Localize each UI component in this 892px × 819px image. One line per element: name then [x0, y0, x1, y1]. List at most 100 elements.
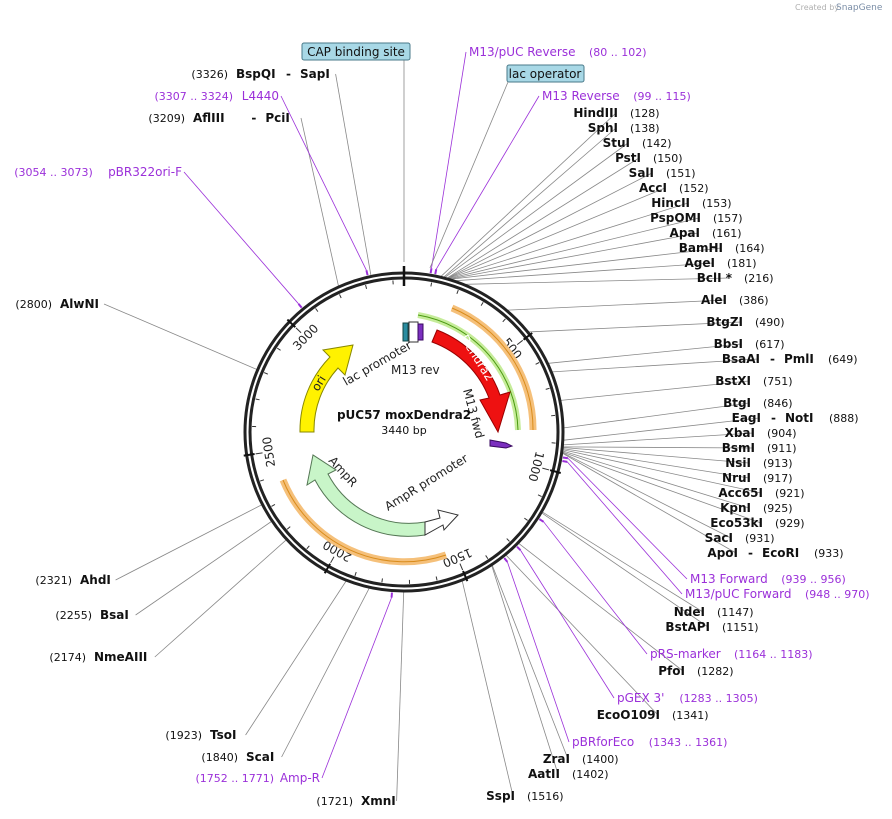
primer-site[interactable]: (3054 .. 3073)pBR322ori-F — [14, 165, 182, 179]
primer-site[interactable]: M13/pUC Forward(948 .. 970) — [685, 587, 870, 601]
ampr-feature[interactable] — [306, 454, 426, 537]
scale-tick — [255, 398, 260, 401]
enzyme-site[interactable]: ApaI(161) — [670, 226, 742, 240]
ori-feature[interactable] — [299, 344, 354, 433]
lac-operator-leader-line — [429, 81, 509, 269]
enzyme-site[interactable]: KpnI (925) — [720, 501, 793, 515]
enzyme-site[interactable]: BclI *(216) — [697, 271, 774, 285]
enzyme-position: (1341) — [672, 709, 709, 722]
scale-tick — [430, 282, 433, 287]
enzyme-site[interactable]: Eco53kI(929) — [710, 516, 804, 530]
primer-site[interactable]: (1752 .. 1771)Amp-R — [195, 771, 320, 785]
enzyme-site[interactable]: PfoI(1282) — [658, 664, 733, 678]
enzyme-site[interactable]: NruI(917) — [722, 471, 793, 485]
scale-tick — [330, 556, 335, 564]
primer-leader-line — [567, 457, 688, 580]
enzyme-site[interactable]: AgeI(181) — [685, 256, 757, 270]
enzyme-site[interactable]: BsaAI-PmlI(649) — [722, 352, 858, 366]
m13-fwd-feature[interactable] — [489, 439, 514, 449]
enzyme-site[interactable]: ApoI-EcoRI(933) — [707, 546, 843, 560]
enzyme-site[interactable]: EagI-NotI(888) — [732, 411, 859, 425]
enzyme-site[interactable]: SacI(931) — [705, 531, 775, 545]
enzyme-name: AgeI — [685, 256, 715, 270]
enzyme-site[interactable]: (1923)TsoI — [165, 728, 236, 742]
enzyme-site[interactable]: Acc65I(921) — [718, 486, 804, 500]
enzyme-site[interactable]: (2800)AlwNI — [15, 297, 99, 311]
scale-tick — [315, 308, 319, 312]
primer-site[interactable]: pBRforEco(1343 .. 1361) — [572, 735, 727, 749]
enzyme-name: KpnI — [720, 501, 751, 515]
enzyme-site[interactable]: BstAPI(1151) — [665, 620, 758, 634]
enzyme-site[interactable]: (2255)BsaI — [55, 608, 128, 622]
primer-site[interactable]: M13 Forward(939 .. 956) — [690, 572, 846, 586]
enzyme-site[interactable]: PstI(150) — [615, 151, 683, 165]
enzyme-position: (931) — [745, 532, 775, 545]
enzyme-leader-line — [528, 321, 742, 333]
enzyme-site[interactable]: (3326)BspQI-SapI — [191, 67, 329, 81]
enzyme-site[interactable]: BtgI(846) — [723, 396, 793, 410]
enzyme-site[interactable]: EcoO109I(1341) — [597, 708, 709, 722]
enzyme-position: (3326) — [191, 68, 228, 81]
primer-site[interactable]: pGEX 3'(1283 .. 1305) — [617, 691, 758, 705]
lac-promoter-feature[interactable] — [408, 321, 419, 343]
major-tick — [286, 318, 296, 328]
enzyme-site[interactable]: BsmI(911) — [722, 441, 797, 455]
enzyme-position: (911) — [767, 442, 797, 455]
lac-operator-box[interactable]: lac operator — [506, 64, 585, 83]
scale-tick — [365, 284, 368, 289]
enzyme-name-alt: NotI — [785, 411, 814, 425]
enzyme-site[interactable]: (1840)ScaI — [201, 750, 274, 764]
enzyme-site[interactable]: BstXI(751) — [715, 374, 792, 388]
enzyme-site[interactable]: ZraI(1400) — [543, 752, 619, 766]
cap-binding-site-feature[interactable] — [402, 322, 409, 342]
enzyme-site[interactable]: PspOMI(157) — [650, 211, 743, 225]
enzyme-leader-line — [563, 446, 754, 449]
enzyme-site[interactable]: SspI(1516) — [486, 789, 563, 803]
enzyme-site[interactable]: BbsI(617) — [714, 337, 785, 351]
enzyme-dash: - — [771, 411, 776, 425]
enzyme-name: PspOMI — [650, 211, 701, 225]
enzyme-site[interactable]: (3209)AflIII-PciI — [148, 111, 289, 125]
primer-range: (948 .. 970) — [805, 588, 870, 601]
enzyme-site[interactable]: BtgZI(490) — [706, 315, 784, 329]
cap-binding-site-box[interactable]: CAP binding site — [301, 42, 411, 61]
primer-labels: M13/pUC Reverse(80 .. 102) M13 Reverse(99… — [14, 45, 869, 785]
enzyme-name: NmeAIII — [94, 650, 147, 664]
ampr-promoter-feature[interactable] — [424, 509, 459, 536]
enzyme-site[interactable]: HindIII(128) — [573, 106, 659, 120]
enzyme-leader-line — [450, 232, 699, 280]
enzyme-site[interactable]: BamHI(164) — [679, 241, 765, 255]
m13-rev-feature[interactable] — [417, 323, 424, 341]
enzyme-site[interactable]: XbaI(904) — [725, 426, 797, 440]
enzyme-site[interactable]: SphI(138) — [588, 121, 660, 135]
enzyme-site[interactable]: (1721)XmnI — [316, 794, 395, 808]
enzyme-name: BsaAI — [722, 352, 760, 366]
enzyme-site[interactable]: HincII(153) — [651, 196, 731, 210]
scale-tick — [339, 294, 342, 299]
enzyme-site[interactable]: SalI(151) — [629, 166, 696, 180]
enzyme-site[interactable]: StuI(142) — [603, 136, 672, 150]
tick-label: 1000 — [525, 450, 546, 483]
primer-site[interactable]: M13 Reverse(99 .. 115) — [542, 89, 691, 103]
enzyme-position: (925) — [763, 502, 793, 515]
primer-site[interactable]: M13/pUC Reverse(80 .. 102) — [469, 45, 647, 59]
primer-site-mark — [297, 303, 303, 309]
enzyme-site[interactable]: AatII(1402) — [528, 767, 609, 781]
enzyme-site[interactable]: (2174)NmeAIII — [49, 650, 147, 664]
enzyme-site[interactable]: NdeI(1147) — [674, 605, 754, 619]
primer-leader-line — [435, 95, 540, 270]
primer-site[interactable]: pRS-marker(1164 .. 1183) — [650, 647, 813, 661]
enzyme-site[interactable]: AccI(152) — [639, 181, 709, 195]
enzyme-leader-line — [455, 262, 714, 282]
dendra2-feature[interactable] — [431, 329, 511, 434]
snapgene-logo[interactable]: SnapGene — [836, 3, 883, 13]
enzyme-site[interactable]: AleI(386) — [701, 293, 769, 307]
enzyme-site[interactable]: (2321)AhdI — [35, 573, 110, 587]
enzyme-site[interactable]: NsiI(913) — [725, 456, 792, 470]
primer-site[interactable]: (3307 .. 3324)L4440 — [154, 89, 279, 103]
enzyme-name: BclI * — [697, 271, 733, 285]
enzyme-name: HincII — [651, 196, 690, 210]
scale-tick — [542, 467, 550, 471]
scale-tick — [271, 503, 276, 507]
enzyme-name: XmnI — [361, 794, 396, 808]
